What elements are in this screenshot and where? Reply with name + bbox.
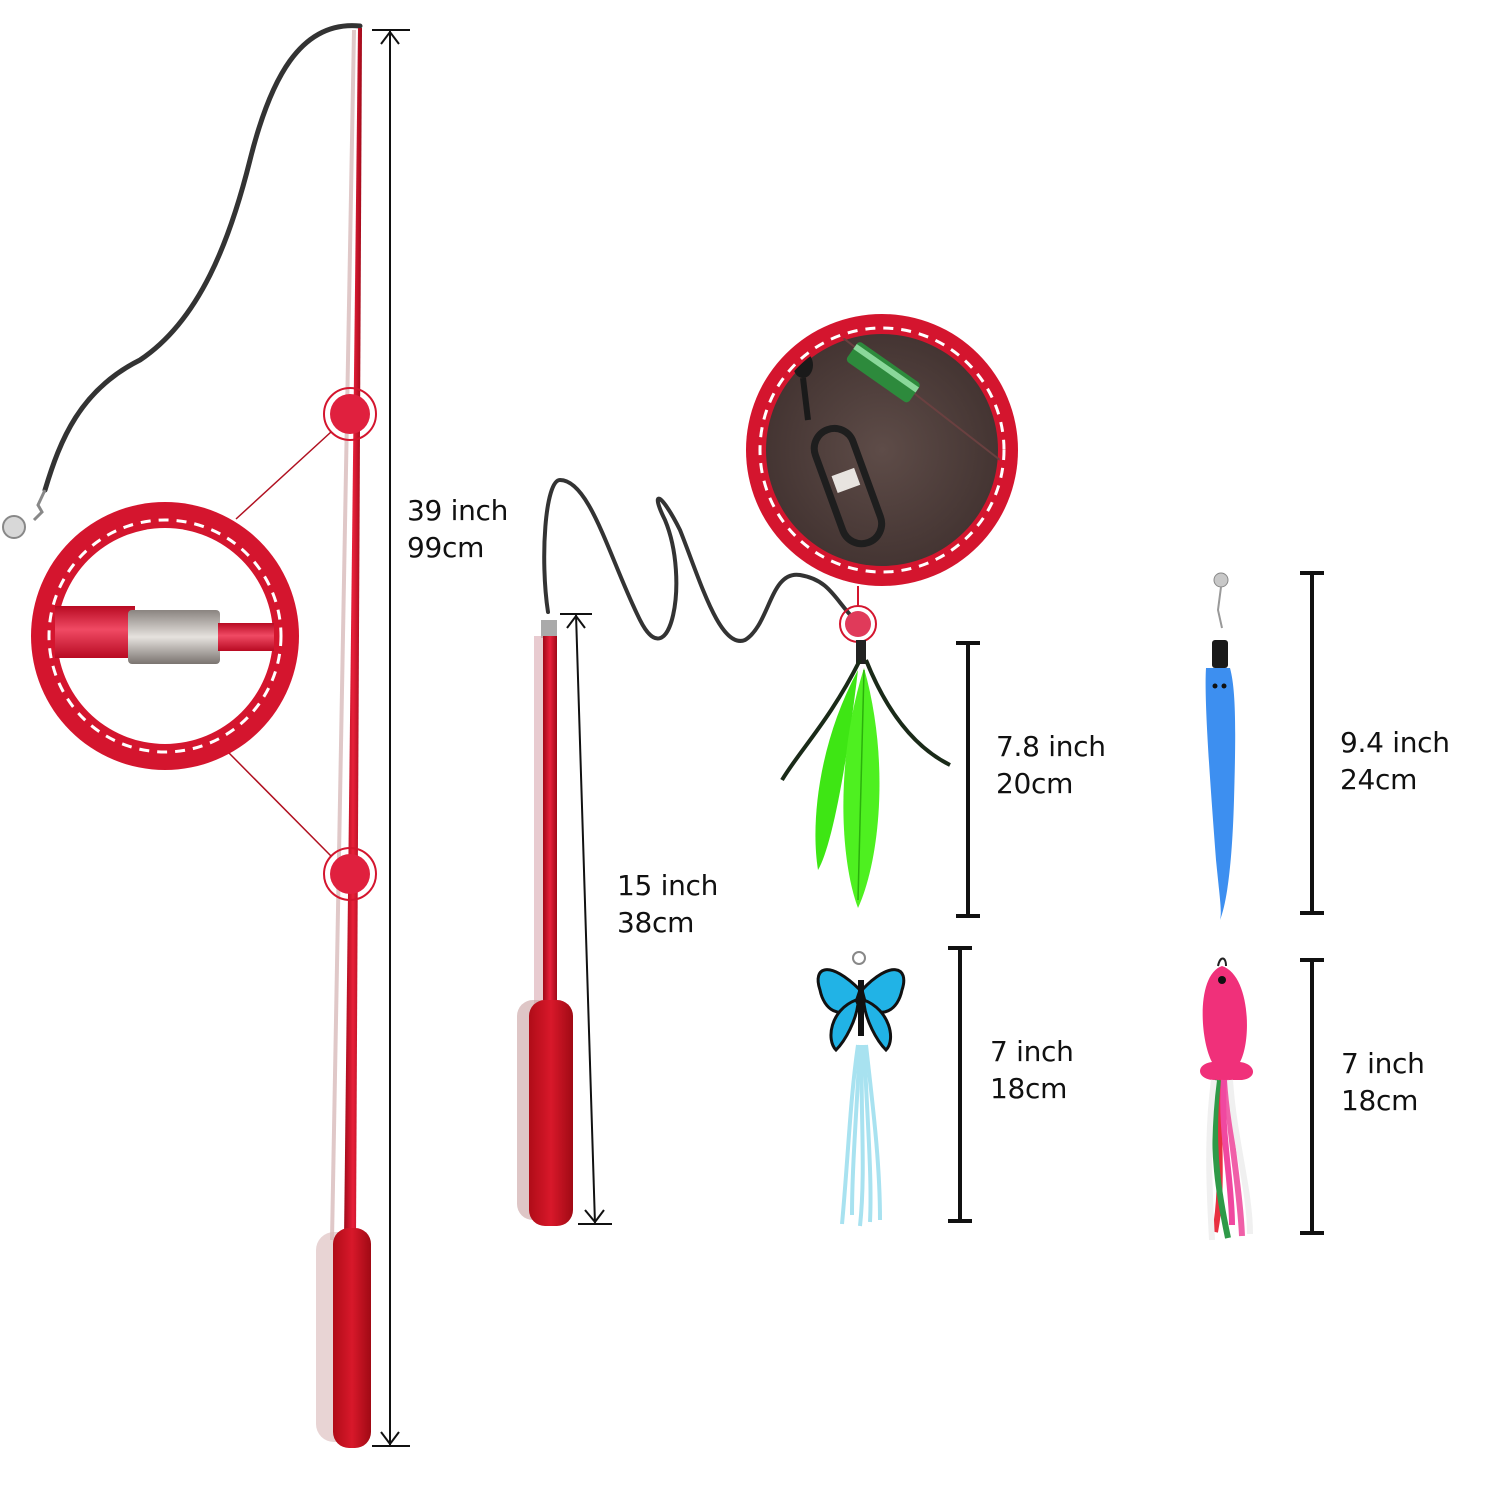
label-cm: 20cm bbox=[996, 767, 1074, 800]
label-cm: 18cm bbox=[990, 1072, 1068, 1105]
label-inch: 15 inch bbox=[617, 869, 719, 902]
rod bbox=[344, 28, 362, 1240]
worm-attachment bbox=[1205, 572, 1236, 920]
short-wand bbox=[517, 477, 857, 1226]
cord bbox=[542, 477, 857, 643]
dimension-line-15 bbox=[560, 613, 612, 1225]
foam-handle bbox=[333, 1228, 371, 1448]
label-feather: 7.8 inch 20cm bbox=[996, 728, 1106, 802]
label-worm: 9.4 inch 24cm bbox=[1340, 724, 1450, 798]
label-cm: 99cm bbox=[407, 531, 485, 564]
label-inch: 9.4 inch bbox=[1340, 726, 1450, 759]
dimension-line-7-b bbox=[1300, 958, 1324, 1235]
label-cm: 24cm bbox=[1340, 763, 1418, 796]
label-inch: 39 inch bbox=[407, 494, 509, 527]
label-cm: 18cm bbox=[1341, 1084, 1419, 1117]
dimension-line-9-4 bbox=[1300, 571, 1324, 915]
label-inch: 7 inch bbox=[1341, 1047, 1425, 1080]
foam-handle bbox=[529, 1000, 573, 1226]
butterfly-attachment bbox=[816, 951, 906, 1227]
label-cm: 38cm bbox=[617, 906, 695, 939]
dimension-line-7-a bbox=[948, 946, 972, 1223]
cord bbox=[42, 23, 363, 493]
label-fish: 7 inch 18cm bbox=[1341, 1045, 1425, 1119]
label-long-wand: 39 inch 99cm bbox=[407, 492, 508, 566]
joint-detail-badge bbox=[31, 502, 299, 770]
joint-marker-top bbox=[323, 387, 377, 441]
clip-detail-badge bbox=[746, 314, 1018, 643]
joint-marker-bottom bbox=[323, 847, 377, 901]
label-inch: 7 inch bbox=[990, 1035, 1074, 1068]
label-butterfly: 7 inch 18cm bbox=[990, 1033, 1074, 1107]
bell-clip-icon bbox=[2, 489, 47, 539]
dimension-line-7-8 bbox=[956, 641, 980, 918]
fish-attachment bbox=[1200, 957, 1254, 1241]
feather-attachment bbox=[780, 640, 951, 908]
long-wand bbox=[2, 23, 377, 1448]
label-inch: 7.8 inch bbox=[996, 730, 1106, 763]
dimension-line-39 bbox=[372, 29, 410, 1447]
label-short-wand: 15 inch 38cm bbox=[617, 867, 718, 941]
